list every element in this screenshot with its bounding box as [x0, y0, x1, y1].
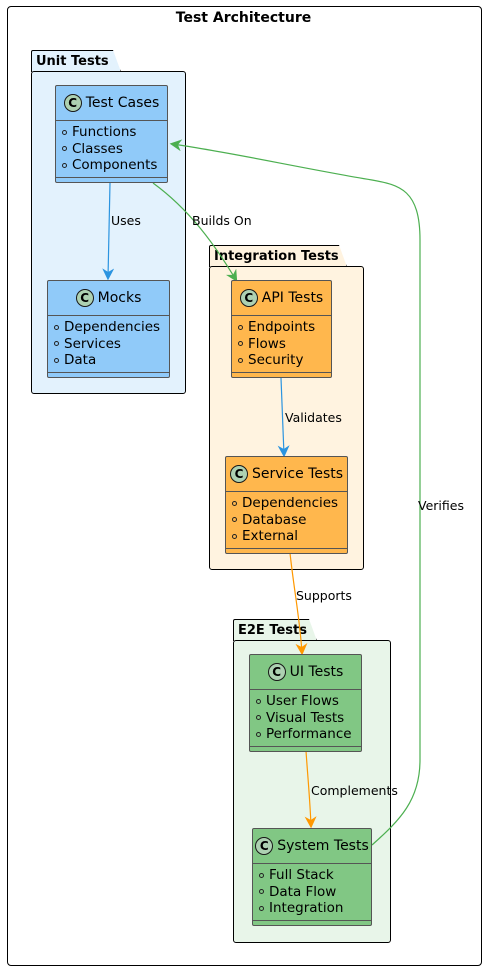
attribute: Endpoints	[248, 319, 316, 336]
edge-validates	[277, 377, 290, 458]
edge-uses	[102, 182, 115, 281]
attribute: Security	[248, 352, 304, 369]
attribute: External	[242, 528, 299, 545]
package-label-unit-tests: Unit Tests	[36, 54, 109, 69]
public-attribute-icon	[238, 357, 243, 363]
public-attribute-icon	[62, 162, 67, 168]
attribute: Classes	[72, 140, 123, 157]
class-test-cases[interactable]: C Test Cases Functions Classes Component…	[55, 85, 168, 183]
public-attribute-icon	[54, 341, 59, 347]
edge-builds-on	[152, 182, 238, 283]
package-tab-e2e-tests: E2E Tests	[233, 619, 317, 641]
attribute: Database	[242, 511, 307, 528]
class-mocks[interactable]: C Mocks Dependencies Services Data	[47, 280, 170, 378]
class-ui-tests[interactable]: C UI Tests User Flows Visual Tests Perfo…	[249, 654, 362, 752]
public-attribute-icon	[54, 324, 59, 330]
public-attribute-icon	[259, 872, 264, 878]
class-icon: C	[75, 289, 94, 307]
class-name: API Tests	[261, 290, 324, 306]
class-service-tests[interactable]: C Service Tests Dependencies Database Ex…	[225, 456, 348, 554]
edge-label-supports: Supports	[296, 588, 352, 603]
edge-label-complements: Complements	[311, 783, 398, 798]
attribute: Dependencies	[242, 495, 339, 512]
public-attribute-icon	[54, 357, 59, 363]
class-api-tests[interactable]: C API Tests Endpoints Flows Security	[231, 280, 332, 378]
edge-label-verifies: Verifies	[418, 498, 464, 513]
public-attribute-icon	[238, 341, 243, 347]
attribute: Services	[64, 335, 121, 352]
class-name: Test Cases	[85, 95, 160, 111]
class-icon: C	[267, 663, 286, 681]
public-attribute-icon	[259, 905, 264, 911]
edge-label-uses: Uses	[111, 213, 141, 228]
diagram-title: Test Architecture	[175, 10, 312, 26]
package-label-integration-tests: Integration Tests	[214, 249, 339, 264]
class-icon: C	[239, 289, 258, 307]
class-name: Mocks	[97, 290, 142, 306]
class-icon: C	[255, 837, 274, 855]
attribute: Integration	[269, 900, 344, 917]
edge-label-validates: Validates	[285, 410, 342, 425]
diagram-frame	[7, 6, 482, 966]
attribute: Data Flow	[269, 883, 337, 900]
public-attribute-icon	[256, 731, 261, 737]
class-system-tests[interactable]: C System Tests Full Stack Data Flow Inte…	[252, 828, 372, 926]
class-icon: C	[229, 465, 248, 483]
public-attribute-icon	[62, 146, 67, 152]
public-attribute-icon	[232, 517, 237, 523]
attribute: Dependencies	[64, 319, 161, 336]
attribute: Flows	[248, 335, 286, 352]
public-attribute-icon	[256, 698, 261, 704]
public-attribute-icon	[256, 715, 261, 721]
public-attribute-icon	[238, 324, 243, 330]
attribute: Full Stack	[269, 867, 334, 884]
attribute: Visual Tests	[266, 709, 345, 726]
attribute: User Flows	[266, 693, 339, 710]
class-name: UI Tests	[289, 664, 344, 680]
edge-complements	[304, 750, 317, 829]
edge-label-builds-on: Builds On	[192, 213, 252, 228]
edge-supports	[289, 552, 308, 656]
public-attribute-icon	[232, 500, 237, 506]
public-attribute-icon	[232, 533, 237, 539]
class-icon: C	[63, 94, 82, 112]
attribute: Functions	[72, 124, 137, 141]
attribute: Components	[72, 157, 158, 174]
class-name: System Tests	[277, 838, 369, 854]
class-name: Service Tests	[251, 466, 344, 482]
public-attribute-icon	[62, 129, 67, 135]
public-attribute-icon	[259, 889, 264, 895]
attribute: Data	[64, 352, 97, 369]
attribute: Performance	[266, 726, 352, 743]
package-label-e2e-tests: E2E Tests	[238, 623, 307, 638]
edge-verifies	[169, 139, 421, 846]
